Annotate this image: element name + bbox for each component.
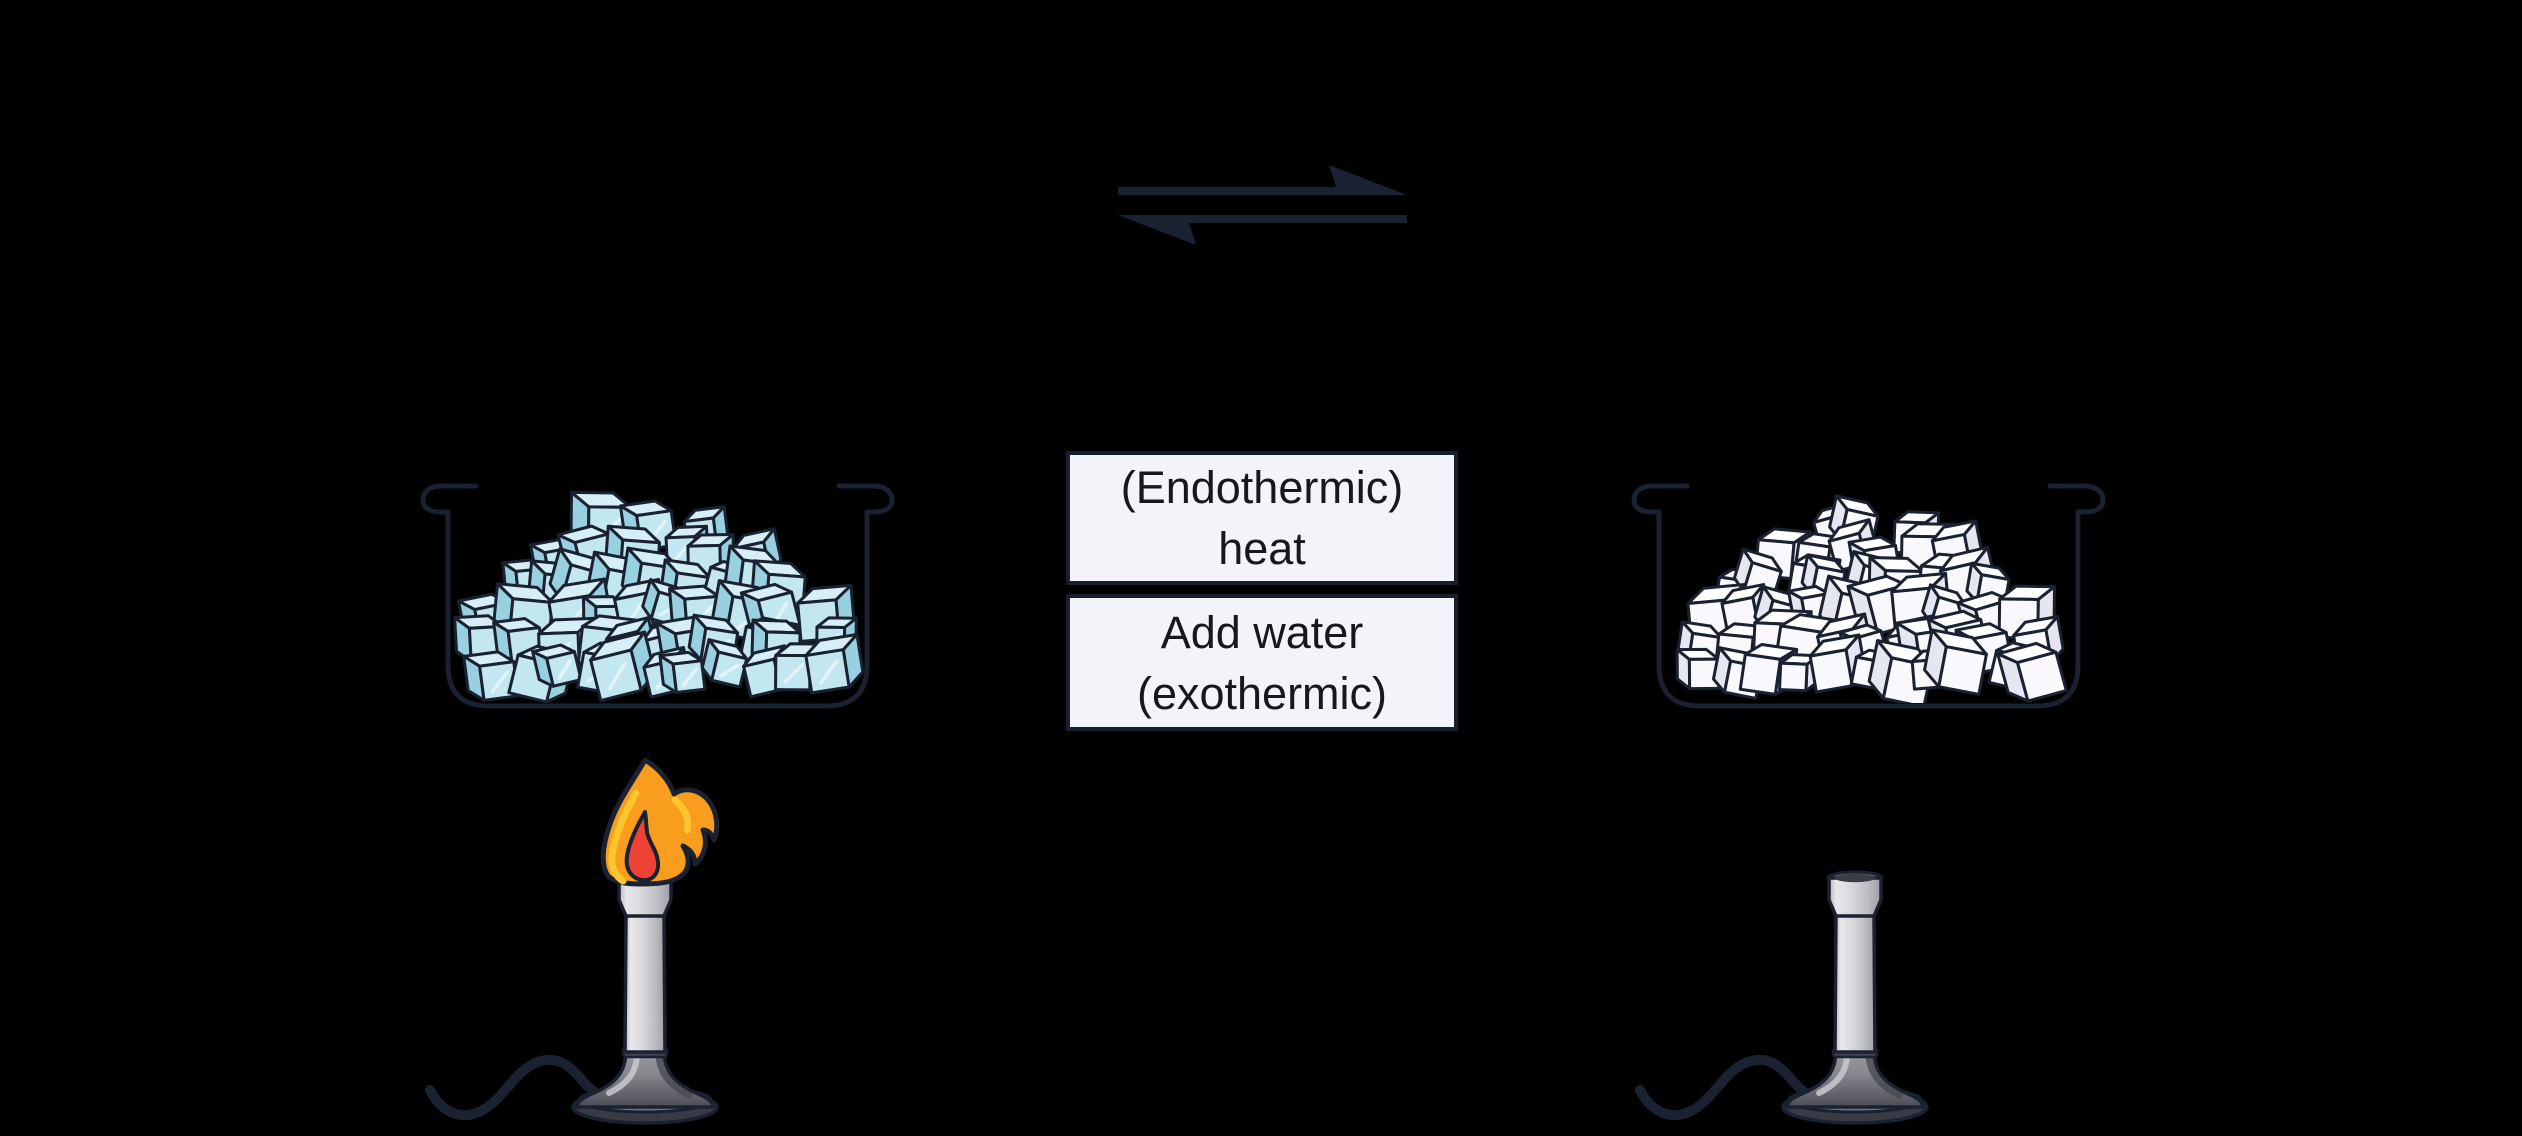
white-crystals-pile [1675,494,2068,703]
crystal-cube [531,643,583,688]
flame-highlight [608,789,640,885]
burner-body [430,872,717,1123]
flame-inner-core [624,810,661,883]
label-line: Add water [1160,606,1364,658]
add-water-exothermic-label-box: Add water (exothermic) [1066,594,1458,731]
unlit-bunsen-burner [1640,872,1927,1123]
forward-arrow-icon [1118,165,1407,195]
burner-opening [1835,873,1875,883]
left-crystallizing-dish [420,483,895,709]
flame-icon [600,757,720,887]
flame-highlight-right [671,796,692,834]
endothermic-heat-label-box: (Endothermic) heat [1066,451,1458,585]
burner-body [1640,872,1927,1123]
crystal-cube [1675,647,1721,691]
label-line: heat [1218,523,1306,574]
blue-crystals-pile [453,490,864,703]
label-line: (Endothermic) [1120,462,1404,513]
crystal-cube [700,638,749,689]
crystal-cube [804,632,864,695]
crystal-cube [1923,628,1988,696]
crystal-cube [1996,641,2068,703]
crystal-cube [658,650,707,694]
lit-bunsen-burner [430,757,720,1123]
equilibrium-arrows-icon [1118,165,1407,245]
reverse-arrow-icon [1118,215,1407,245]
crystal-cube [589,630,657,703]
label-line: (exothermic) [1136,667,1388,719]
